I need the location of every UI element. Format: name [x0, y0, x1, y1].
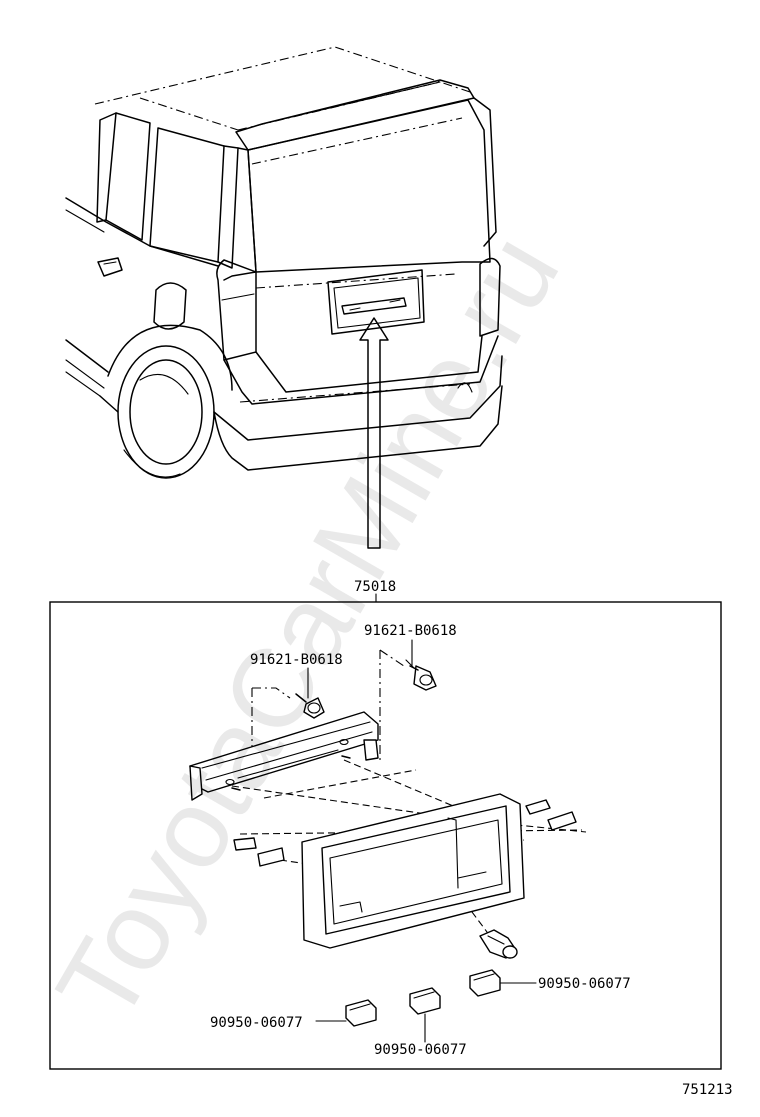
clip-nut-right: [469, 969, 501, 997]
screw-right: [405, 659, 437, 691]
clip-right-bottom: [547, 811, 577, 831]
assembly-frame: [49, 601, 722, 1070]
callout-screw-right: 91621-B0618: [364, 623, 457, 639]
license-lamp-housing: [189, 711, 379, 801]
clip-left-bottom: [257, 847, 285, 867]
figure-number: 751213: [682, 1082, 733, 1098]
callout-clip-left: 90950-06077: [210, 1015, 303, 1031]
assembly-part-number: 75018: [354, 579, 396, 595]
clip-right-top: [525, 799, 551, 815]
clip-nut-left: [345, 999, 377, 1027]
screw-left: [295, 693, 325, 719]
callout-clip-right: 90950-06077: [538, 976, 631, 992]
vehicle-illustration: [65, 46, 503, 479]
callout-screw-left: 91621-B0618: [250, 652, 343, 668]
clip-left-top: [233, 837, 257, 851]
clip-nut-center: [409, 987, 441, 1015]
location-arrow: [359, 317, 389, 549]
callout-clip-center: 90950-06077: [374, 1042, 467, 1058]
license-plate-frame: [301, 793, 525, 949]
lamp-bulb: [479, 929, 518, 959]
